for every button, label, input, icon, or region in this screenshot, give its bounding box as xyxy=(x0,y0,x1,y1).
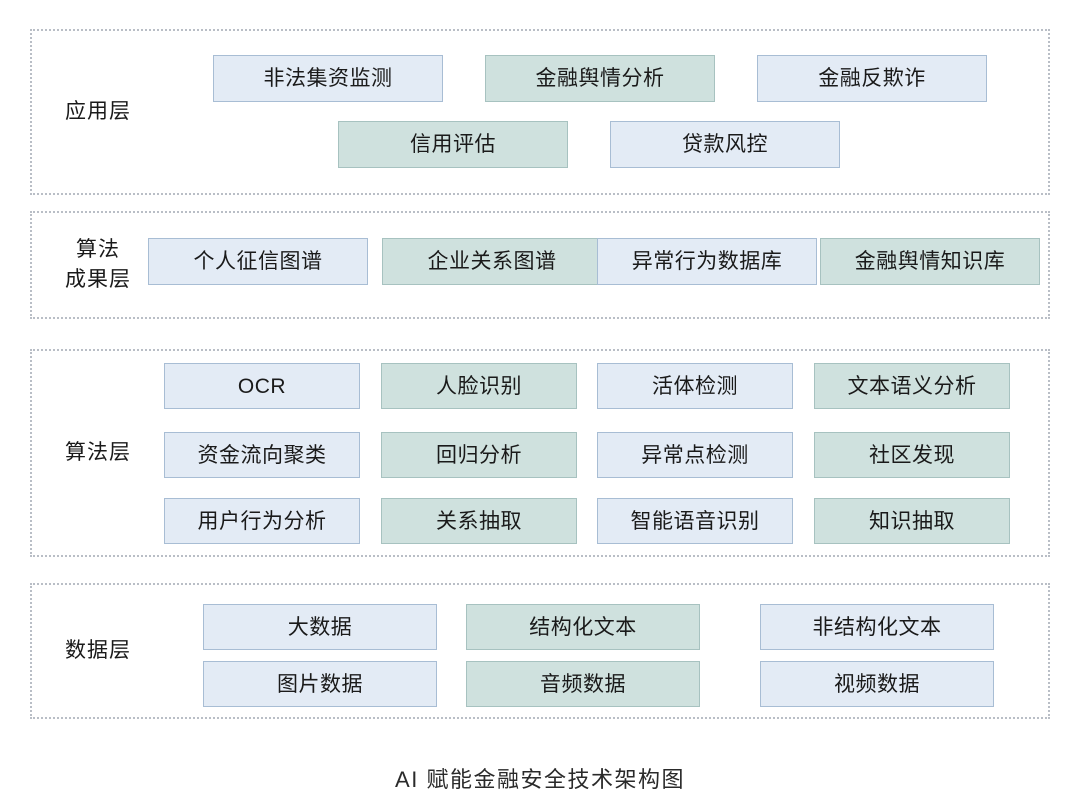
node-box[interactable]: 社区发现 xyxy=(814,432,1010,478)
diagram-caption: AI 赋能金融安全技术架构图 xyxy=(395,767,685,792)
node-box[interactable]: 信用评估 xyxy=(338,121,568,168)
node-box[interactable]: 金融舆情分析 xyxy=(485,55,715,102)
node-box[interactable]: 知识抽取 xyxy=(814,498,1010,544)
node-box[interactable]: 图片数据 xyxy=(203,661,437,707)
node-box[interactable]: 活体检测 xyxy=(597,363,793,409)
node-box[interactable]: 回归分析 xyxy=(381,432,577,478)
node-box[interactable]: 金融反欺诈 xyxy=(757,55,987,102)
node-box[interactable]: 人脸识别 xyxy=(381,363,577,409)
node-box[interactable]: 非结构化文本 xyxy=(760,604,994,650)
node-box[interactable]: 异常行为数据库 xyxy=(597,238,817,285)
layer-label-algorithm-layer: 算法层 xyxy=(65,440,131,464)
node-box[interactable]: 企业关系图谱 xyxy=(382,238,602,285)
node-box[interactable]: 大数据 xyxy=(203,604,437,650)
node-box[interactable]: 金融舆情知识库 xyxy=(820,238,1040,285)
node-box[interactable]: 音频数据 xyxy=(466,661,700,707)
node-box[interactable]: 结构化文本 xyxy=(466,604,700,650)
layer-application-layer: 应用层 xyxy=(30,29,1050,195)
node-box[interactable]: 关系抽取 xyxy=(381,498,577,544)
node-box[interactable]: 智能语音识别 xyxy=(597,498,793,544)
node-box[interactable]: 个人征信图谱 xyxy=(148,238,368,285)
node-box[interactable]: 贷款风控 xyxy=(610,121,840,168)
node-box[interactable]: 视频数据 xyxy=(760,661,994,707)
node-box[interactable]: OCR xyxy=(164,363,360,409)
layer-label-data-layer: 数据层 xyxy=(65,638,131,662)
layer-label-algorithm-result-layer: 算法 成果层 xyxy=(65,237,131,291)
layer-label-application-layer: 应用层 xyxy=(65,99,131,123)
node-box[interactable]: 用户行为分析 xyxy=(164,498,360,544)
node-box[interactable]: 非法集资监测 xyxy=(213,55,443,102)
node-box[interactable]: 异常点检测 xyxy=(597,432,793,478)
node-box[interactable]: 文本语义分析 xyxy=(814,363,1010,409)
node-box[interactable]: 资金流向聚类 xyxy=(164,432,360,478)
